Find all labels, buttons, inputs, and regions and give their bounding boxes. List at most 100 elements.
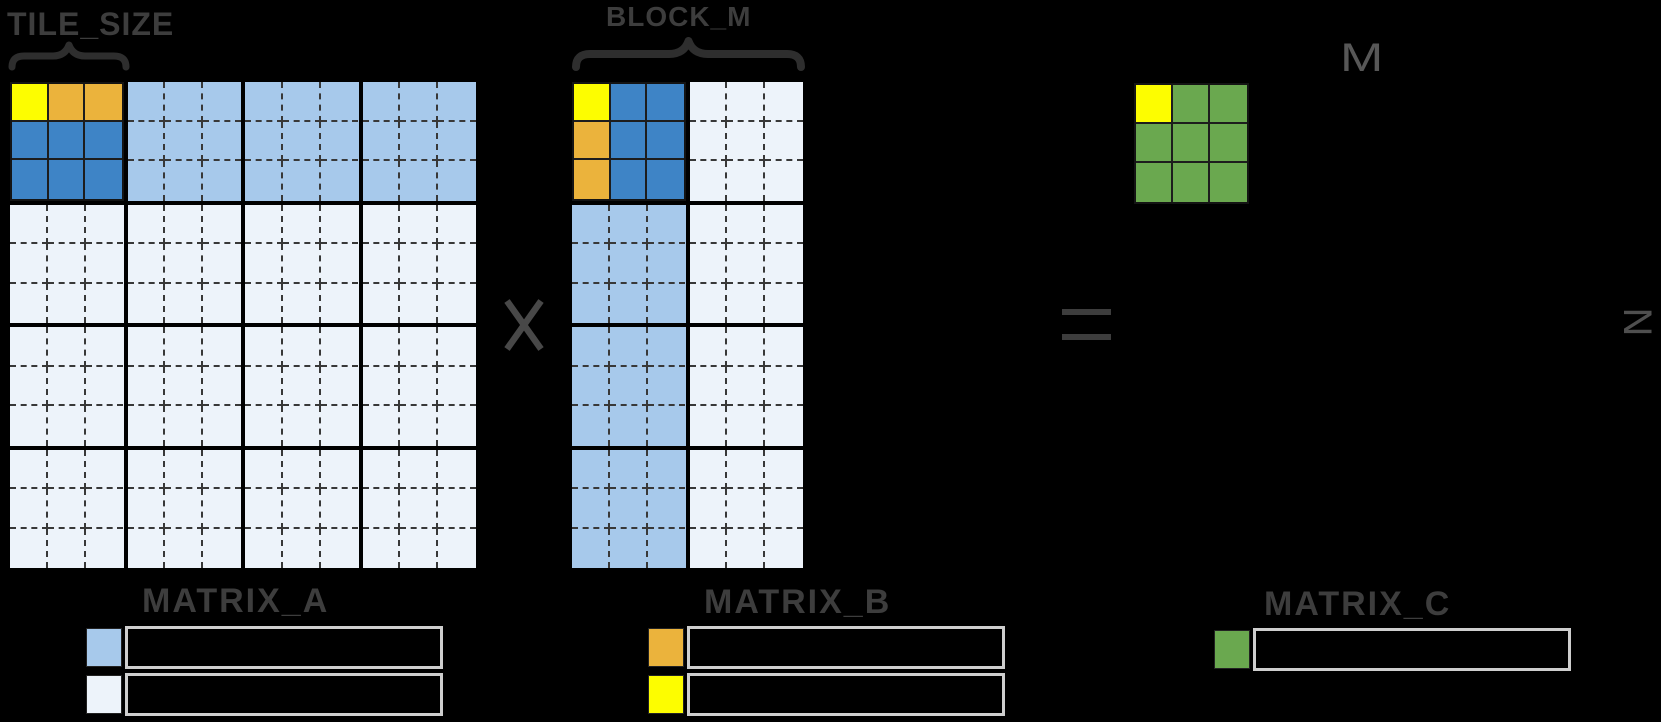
matrix-cell (47, 204, 86, 244)
matrix-block (362, 449, 476, 568)
legend-row (1214, 628, 1571, 671)
matrix-cell (609, 366, 648, 406)
matrix-cell (320, 205, 359, 244)
matrix-block (572, 449, 686, 568)
matrix-cell (572, 366, 610, 406)
matrix-cell (10, 366, 48, 406)
matrix-cell (610, 122, 647, 161)
legend-a-rows (86, 626, 443, 716)
legend-b-rows (648, 626, 1005, 716)
matrix-cell (400, 489, 439, 529)
matrix-cell (283, 283, 321, 323)
matrix-cell (85, 205, 124, 244)
matrix-cell (203, 244, 241, 284)
matrix-cell (609, 204, 648, 244)
matrix-cell (1210, 85, 1247, 124)
matrix-cell (727, 406, 766, 446)
matrix-cell (127, 366, 166, 406)
legend-swatch-pale (86, 675, 122, 714)
legend-row (86, 626, 443, 669)
matrix-cell (1136, 85, 1173, 124)
matrix-cell (1173, 85, 1210, 124)
matrix-cell (321, 529, 359, 569)
matrix-cell (165, 406, 204, 446)
matrix-cell (320, 450, 359, 489)
matrix-cell (320, 82, 359, 122)
matrix-cell (321, 161, 359, 201)
matrix-cell (648, 406, 686, 446)
matrix-cell (362, 244, 401, 284)
matrix-cell (85, 327, 124, 367)
legend-row (648, 626, 1005, 669)
matrix-cell (400, 449, 439, 489)
matrix-cell (572, 283, 610, 323)
matrix-cell (203, 327, 241, 367)
matrix-a-grid (10, 82, 476, 568)
matrix-cell (765, 327, 803, 367)
matrix-cell (727, 283, 766, 323)
matrix-cell (283, 528, 321, 568)
matrix-cell (1136, 163, 1173, 202)
matrix-cell (362, 204, 401, 244)
matrix-block (689, 449, 803, 568)
matrix-block (10, 204, 124, 323)
matrix-cell (128, 406, 166, 446)
matrix-cell (647, 244, 686, 284)
matrix-cell (362, 449, 401, 489)
matrix-block (245, 327, 359, 446)
matrix-cell (203, 489, 241, 529)
matrix-cell (127, 121, 166, 161)
matrix-cell (765, 367, 803, 406)
matrix-cell (438, 161, 476, 201)
matrix-cell (690, 283, 728, 323)
block-m-brace (572, 37, 805, 71)
matrix-cell (245, 161, 283, 201)
matrix-cell (10, 283, 48, 323)
matrix-cell (690, 406, 728, 446)
matrix-cell (765, 122, 803, 161)
matrix-cell (165, 327, 204, 367)
matrix-cell (400, 366, 439, 406)
matrix-cell (1173, 124, 1210, 163)
matrix-cell (1136, 124, 1173, 163)
matrix-cell (10, 327, 48, 367)
matrix-cell (362, 327, 401, 367)
matrix-cell (689, 204, 728, 244)
matrix-cell (572, 327, 610, 367)
matrix-cell (85, 160, 122, 199)
matrix-cell (727, 489, 766, 529)
matrix-cell (1210, 163, 1247, 202)
matrix-cell (1173, 163, 1210, 202)
matrix-cell (245, 449, 283, 489)
matrix-cell (363, 283, 401, 323)
matrix-block (689, 82, 803, 201)
matrix-cell (400, 204, 439, 244)
legend-swatch-light_blue (86, 628, 122, 667)
matrix-block (689, 204, 803, 323)
matrix-cell (647, 450, 686, 489)
matrix-block (572, 327, 686, 446)
matrix-block (245, 204, 359, 323)
matrix-cell (282, 82, 321, 122)
matrix-cell (128, 528, 166, 568)
matrix-cell (363, 528, 401, 568)
matrix-cell (47, 489, 86, 529)
matrix-cell (85, 489, 124, 529)
matrix-cell (765, 244, 803, 284)
matrix-block (10, 449, 124, 568)
matrix-cell (203, 82, 241, 122)
matrix-cell (572, 449, 610, 489)
legend-text-box (687, 626, 1005, 669)
matrix-cell (689, 366, 728, 406)
matrix-cell (10, 244, 48, 284)
matrix-cell (245, 244, 283, 284)
matrix-block (362, 327, 476, 446)
matrix-cell (689, 121, 728, 161)
matrix-cell (85, 244, 124, 284)
matrix-cell (165, 161, 204, 201)
matrix-cell (438, 367, 476, 406)
matrix-block (127, 449, 241, 568)
matrix-cell (400, 327, 439, 367)
matrix-cell (609, 489, 648, 529)
matrix-cell (765, 205, 803, 244)
